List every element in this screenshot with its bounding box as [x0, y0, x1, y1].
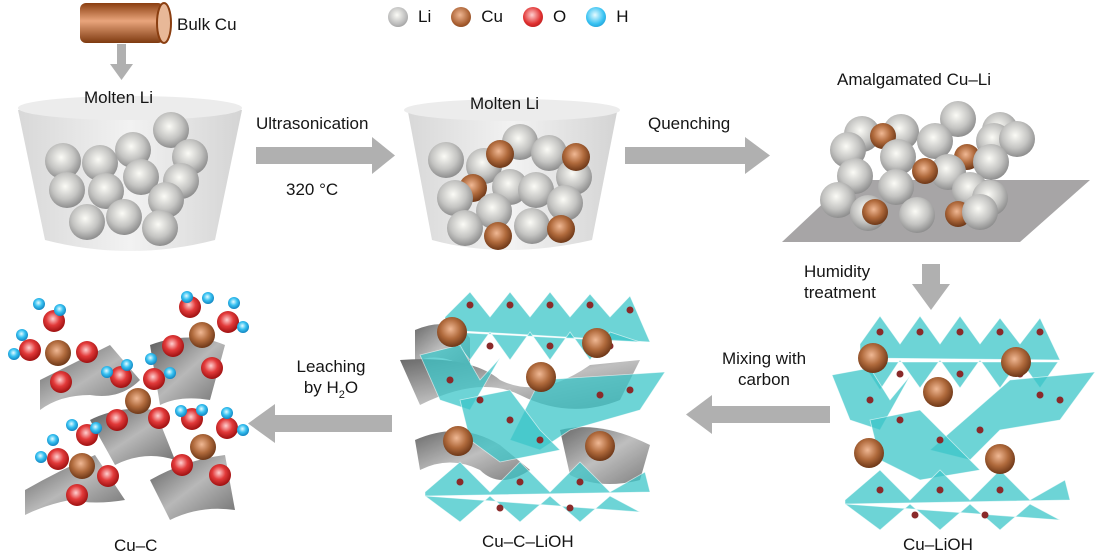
arrow-ultrasonication [256, 137, 395, 174]
label-bulk-cu: Bulk Cu [177, 15, 237, 34]
legend-item-cu: Cu [451, 7, 503, 27]
h-atom-icon [586, 7, 607, 27]
legend-item-li: Li [388, 7, 431, 27]
label-mixing-1: Mixing with [721, 349, 807, 368]
legend-label: Cu [481, 7, 503, 26]
atoms-crucible-2 [428, 124, 592, 250]
label-mixing-2: carbon [738, 370, 790, 389]
label-cu-c-lioh: Cu–C–LiOH [482, 532, 574, 551]
label-molten-li-2: Molten Li [470, 94, 539, 113]
bulk-cu-cylinder [80, 2, 172, 44]
arrow-down-small [110, 44, 133, 80]
cu-c-lioh-structure [400, 291, 666, 523]
subscript-2: 2 [338, 389, 345, 401]
label-cu-lioh: Cu–LiOH [903, 535, 973, 554]
li-atom-icon [388, 7, 408, 27]
label-humidity-2: treatment [804, 283, 876, 302]
o-atom-icon [522, 7, 543, 27]
label-leaching-1: Leaching [296, 357, 366, 376]
leaching-by-h: by H [303, 378, 339, 397]
label-ultrasonication: Ultrasonication [256, 114, 369, 133]
cu-c-cu-atoms [45, 322, 216, 479]
li-atoms-crucible-1 [45, 112, 208, 246]
leaching-o: O [344, 378, 359, 397]
label-molten-li-1: Molten Li [84, 88, 153, 107]
label-quenching: Quenching [648, 114, 731, 133]
label-leaching-2: by H2O [276, 378, 386, 401]
arrow-mixing [686, 395, 830, 434]
arrow-leaching [248, 404, 392, 443]
legend-label: Li [418, 7, 432, 26]
arrow-humidity [912, 264, 950, 310]
legend-item-h: H [586, 7, 628, 27]
legend-label: O [552, 7, 567, 26]
label-humidity-1: Humidity [804, 262, 871, 281]
label-temperature: 320 °C [286, 180, 339, 199]
label-cu-c: Cu–C [114, 536, 158, 555]
legend-label: H [616, 7, 629, 26]
cu-atom-icon [451, 7, 472, 27]
arrow-quenching [625, 137, 770, 174]
label-amalgamated: Amalgamated Cu–Li [837, 70, 992, 89]
legend: Li Cu O H [388, 7, 648, 27]
legend-item-o: O [522, 7, 567, 27]
atoms-amalgamated [820, 101, 1035, 233]
cu-c-h-atoms [8, 291, 249, 463]
cu-c-o-atoms [19, 296, 239, 506]
cu-c-structure [8, 291, 249, 520]
cu-lioh-structure [831, 315, 1096, 531]
